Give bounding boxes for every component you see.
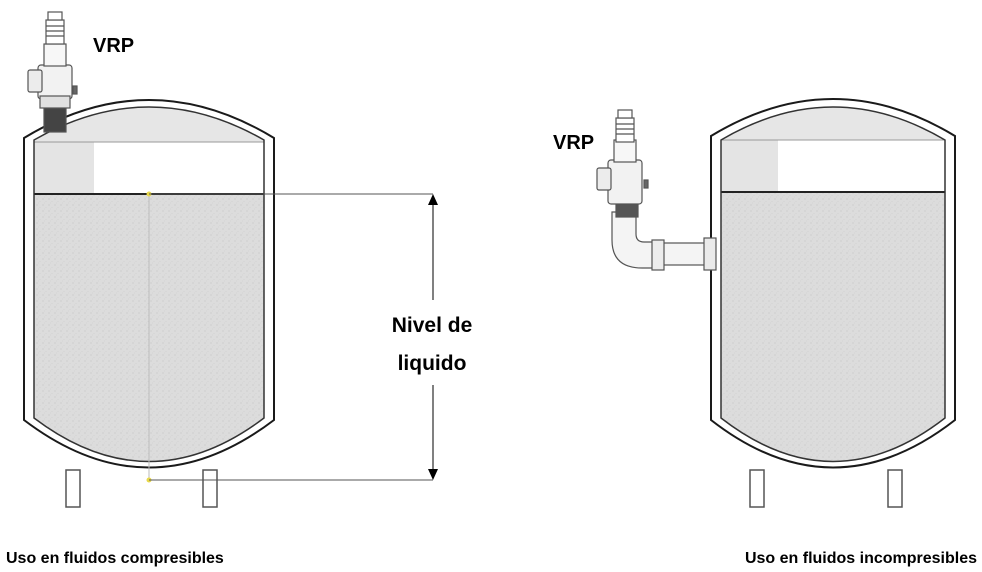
- left-relief-valve-icon: [27, 11, 78, 133]
- right-tank: [710, 98, 956, 508]
- right-tank-head-space: [721, 107, 945, 140]
- caption-incompressible: Uso en fluidos incompresibles: [745, 550, 977, 567]
- arrow-down-icon: [428, 469, 438, 480]
- liquid-level-label-line1: Nivel de: [392, 314, 473, 337]
- left-tank-liquid: [34, 194, 264, 462]
- right-tank-legs: [749, 469, 903, 508]
- right-relief-valve-icon: [596, 109, 717, 271]
- right-tank-shell: [710, 98, 956, 469]
- liquid-level-label-line2: liquido: [398, 352, 467, 375]
- left-tank: [23, 99, 275, 508]
- arrow-up-icon: [428, 194, 438, 205]
- right-tank-liquid: [721, 192, 945, 462]
- left-tank-legs: [65, 469, 218, 508]
- liquid-level-dimension: [149, 193, 438, 481]
- left-tank-vapor-shade: [34, 142, 94, 194]
- right-tank-vapor-shade: [721, 140, 778, 192]
- left-tank-shell: [23, 99, 275, 469]
- caption-compressible: Uso en fluidos compresibles: [6, 550, 224, 567]
- left-valve-label: VRP: [93, 35, 134, 57]
- right-valve-label: VRP: [553, 132, 594, 154]
